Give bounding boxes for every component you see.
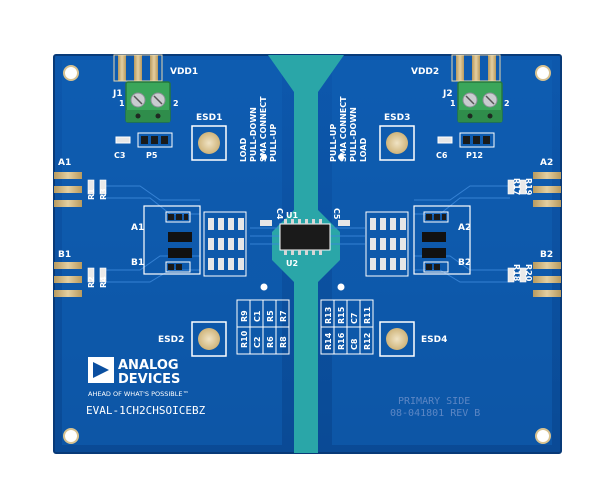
left-table-r5: R5: [266, 310, 275, 322]
analog-devices-logo-icon: [88, 357, 114, 383]
terminal-block-j1: [125, 81, 171, 123]
logo-text-devices: DEVICES: [118, 372, 180, 387]
left-table-r9: R9: [240, 310, 249, 322]
label-r17: R17: [512, 178, 521, 195]
label-u2: U2: [286, 259, 298, 268]
label-j2-pin2: 2: [504, 99, 510, 108]
label-p5: P5: [146, 151, 158, 160]
left-table-c2: C2: [253, 337, 262, 348]
label-esd3: ESD3: [384, 113, 410, 123]
label-j1-pin2: 2: [173, 99, 179, 108]
c6-p12-parts: [437, 132, 495, 148]
right-option-block: [365, 205, 471, 277]
label-a2-inner: A2: [458, 223, 471, 233]
label-b1-inner: B1: [131, 258, 144, 268]
esd2-pad: [191, 321, 227, 357]
resistors-right: [507, 179, 527, 283]
sma-pads-b1: [54, 262, 82, 297]
label-r3: R3: [99, 188, 108, 200]
label-j2: J2: [442, 89, 453, 99]
sma-pads-a1: [54, 172, 82, 207]
label-j1-pin1: 1: [119, 99, 125, 108]
vdd1-connector-pads: [113, 54, 163, 82]
right-option-load: LOAD: [359, 137, 368, 162]
left-table-grid: [236, 299, 290, 355]
label-a1-inner: A1: [131, 223, 144, 233]
left-option-load: LOAD: [239, 137, 248, 162]
label-a1: A1: [58, 158, 71, 168]
right-table-r13: R13: [324, 307, 333, 324]
right-table-c7: C7: [350, 313, 359, 324]
resistors-left: [87, 179, 107, 283]
label-r4: R4: [99, 276, 108, 288]
sma-pads-a2: [533, 172, 561, 207]
right-table-r11: R11: [363, 306, 372, 324]
sma-pads-b2: [533, 262, 561, 297]
ic-u1: [260, 219, 350, 255]
label-c4: C4: [275, 208, 284, 220]
right-option-sma-connect: SMA CONNECT: [339, 96, 348, 162]
label-r18: R18: [512, 264, 521, 282]
side-label: PRIMARY SIDE: [398, 396, 470, 407]
esd4-pad: [379, 321, 415, 357]
left-table-r10: R10: [240, 330, 249, 348]
c3-p5-parts: [115, 132, 173, 148]
vdd2-connector-pads: [451, 54, 501, 82]
right-table-c8: C8: [350, 338, 359, 350]
left-table-r8: R8: [279, 336, 288, 348]
label-u1: U1: [286, 211, 298, 220]
left-table-c1: C1: [253, 310, 262, 322]
label-b1: B1: [58, 250, 71, 260]
label-c3: C3: [114, 151, 125, 160]
label-r20: R20: [524, 264, 533, 282]
left-option-sma-connect: SMA CONNECT: [259, 96, 268, 162]
right-table-grid: [320, 299, 374, 355]
label-esd1: ESD1: [196, 113, 222, 123]
logo-tagline: AHEAD OF WHAT'S POSSIBLE™: [88, 390, 189, 398]
board-name: EVAL-1CH2CHSOICEBZ: [86, 404, 206, 417]
label-j2-pin1: 1: [450, 99, 456, 108]
logo-text-analog: ANALOG: [118, 358, 179, 373]
esd1-pad: [191, 125, 227, 161]
left-option-block: [143, 205, 247, 277]
label-a2: A2: [540, 158, 553, 168]
label-c5: C5: [332, 208, 341, 220]
right-table-r15: R15: [337, 306, 346, 324]
label-esd4: ESD4: [421, 335, 447, 345]
label-esd2: ESD2: [158, 335, 184, 345]
left-table-r6: R6: [266, 336, 275, 348]
label-b2: B2: [540, 250, 553, 260]
terminal-block-j2: [457, 81, 503, 123]
right-table-r16: R16: [337, 332, 346, 350]
right-table-r14: R14: [324, 332, 333, 350]
label-j1: J1: [112, 89, 123, 99]
label-r19: R19: [524, 178, 533, 196]
right-table-r12: R12: [363, 333, 372, 350]
left-option-pull-up: PULL-UP: [269, 124, 278, 162]
part-number: 08-041801 REV B: [390, 408, 480, 419]
label-r2: R2: [87, 276, 96, 288]
right-option-pull-down: PULL-DOWN: [349, 107, 358, 162]
label-r1: R1: [87, 188, 96, 200]
label-c6: C6: [436, 151, 448, 160]
left-option-pull-down: PULL-DOWN: [249, 107, 258, 162]
esd3-pad: [379, 125, 415, 161]
label-vdd2: VDD2: [411, 67, 439, 77]
label-b2-inner: B2: [458, 258, 471, 268]
left-table-r7: R7: [279, 310, 288, 322]
right-option-pull-up: PULL-UP: [329, 124, 338, 162]
mounting-holes: [63, 65, 551, 444]
label-vdd1: VDD1: [170, 67, 198, 77]
label-p12: P12: [466, 151, 483, 160]
